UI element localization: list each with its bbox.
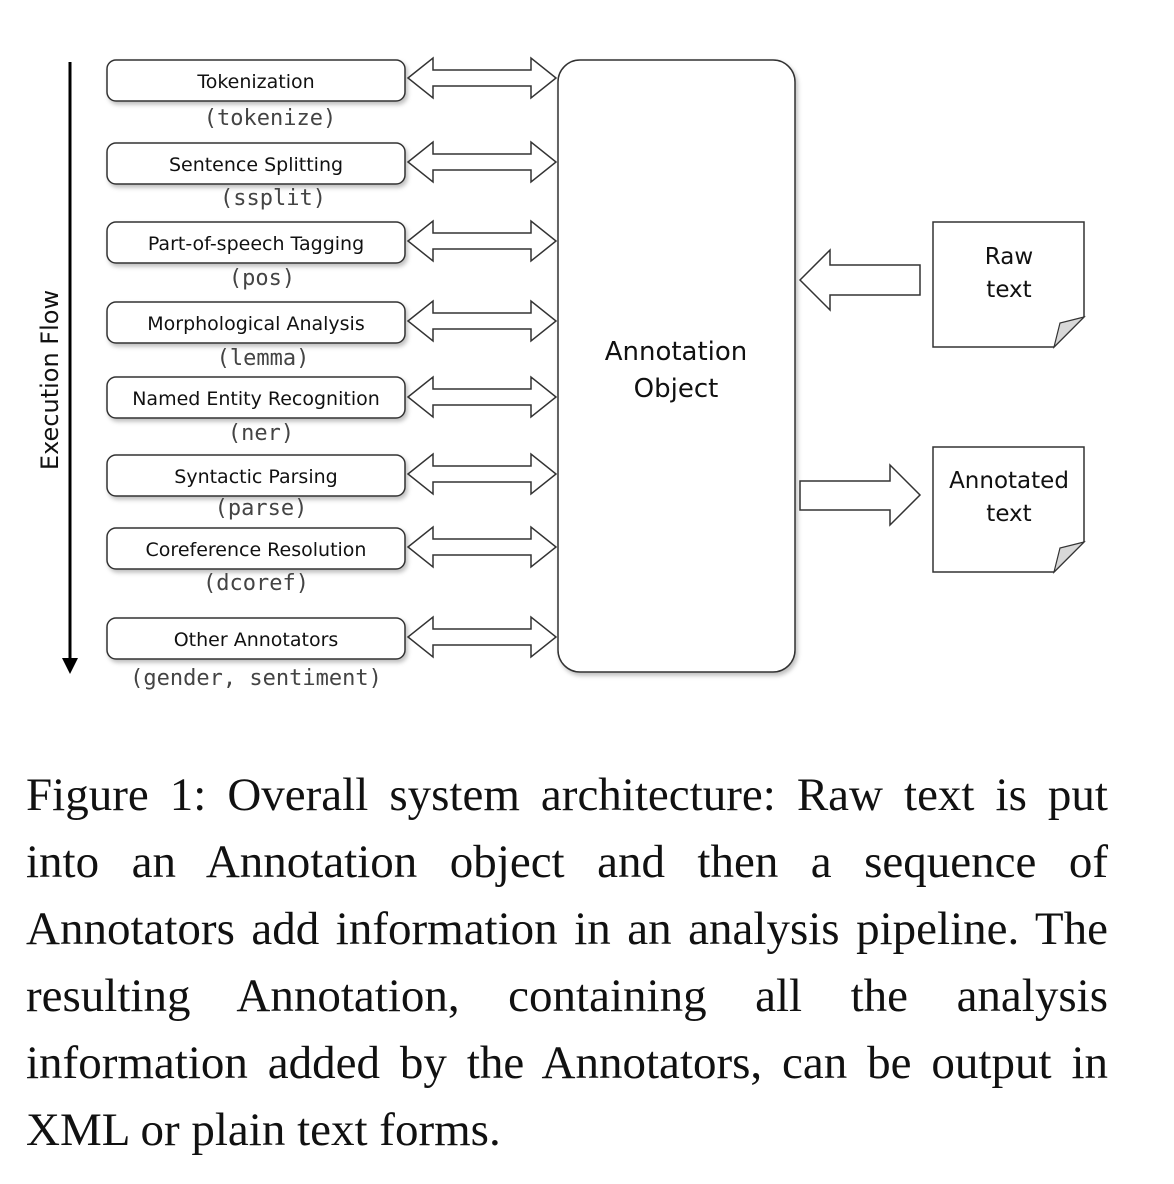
annotator-code: (parse) xyxy=(215,496,308,521)
annotator-code: (ssplit) xyxy=(220,186,326,211)
annotation-object-label-line2: Object xyxy=(634,374,719,404)
raw-text-label-line1: Raw xyxy=(985,244,1033,270)
annotator-code: (ner) xyxy=(228,421,294,446)
annotator-label: Coreference Resolution xyxy=(146,539,367,561)
annotator-label: Part-of-speech Tagging xyxy=(148,233,364,255)
annotator-code: (pos) xyxy=(229,266,295,291)
execution-flow-label: Execution Flow xyxy=(36,290,64,470)
annotator-label: Tokenization xyxy=(196,71,314,93)
annotator-code: (tokenize) xyxy=(204,106,336,131)
double-arrow xyxy=(406,219,558,263)
annotator-named-entity-recognition: Named Entity Recognition (ner) xyxy=(106,375,558,446)
architecture-diagram: Execution Flow Tokenization (tokenize) S… xyxy=(36,56,1086,691)
annotator-label: Sentence Splitting xyxy=(169,154,343,176)
raw-text-label-line2: text xyxy=(986,277,1031,303)
double-arrow xyxy=(406,615,558,659)
double-arrow xyxy=(406,525,558,569)
annotation-object-label-line1: Annotation xyxy=(605,337,748,367)
annotator-label: Morphological Analysis xyxy=(147,313,365,335)
execution-flow-axis xyxy=(62,62,78,674)
output-arrow xyxy=(799,463,922,527)
annotator-label: Named Entity Recognition xyxy=(132,388,380,410)
annotator-code: (dcoref) xyxy=(203,571,309,596)
annotator-tokenization: Tokenization (tokenize) xyxy=(106,56,558,131)
annotator-list: Tokenization (tokenize) Sentence Splitti… xyxy=(106,56,558,691)
annotated-text-label-line1: Annotated xyxy=(949,468,1069,494)
double-arrow xyxy=(406,375,558,419)
annotator-code: (lemma) xyxy=(217,346,310,371)
double-arrow xyxy=(406,452,558,496)
double-arrow xyxy=(406,299,558,343)
annotator-pos-tagging: Part-of-speech Tagging (pos) xyxy=(106,219,558,291)
annotation-object: Annotation Object xyxy=(557,59,796,673)
annotator-code: (gender, sentiment) xyxy=(130,666,382,691)
figure-caption: Figure 1: Overall system architecture: R… xyxy=(26,769,1108,1156)
input-arrow xyxy=(798,248,921,312)
annotator-label: Syntactic Parsing xyxy=(174,466,337,488)
raw-text-document: Raw text xyxy=(932,221,1086,349)
double-arrow xyxy=(406,140,558,184)
annotator-sentence-splitting: Sentence Splitting (ssplit) xyxy=(106,140,558,211)
annotator-other: Other Annotators (gender, sentiment) xyxy=(106,615,558,691)
annotator-morphological-analysis: Morphological Analysis (lemma) xyxy=(106,299,558,371)
annotator-coreference-resolution: Coreference Resolution (dcoref) xyxy=(106,525,558,596)
double-arrow xyxy=(406,56,558,100)
annotated-text-document: Annotated text xyxy=(932,446,1086,574)
annotated-text-label-line2: text xyxy=(986,501,1031,527)
annotator-label: Other Annotators xyxy=(174,629,339,651)
annotator-syntactic-parsing: Syntactic Parsing (parse) xyxy=(106,452,558,521)
